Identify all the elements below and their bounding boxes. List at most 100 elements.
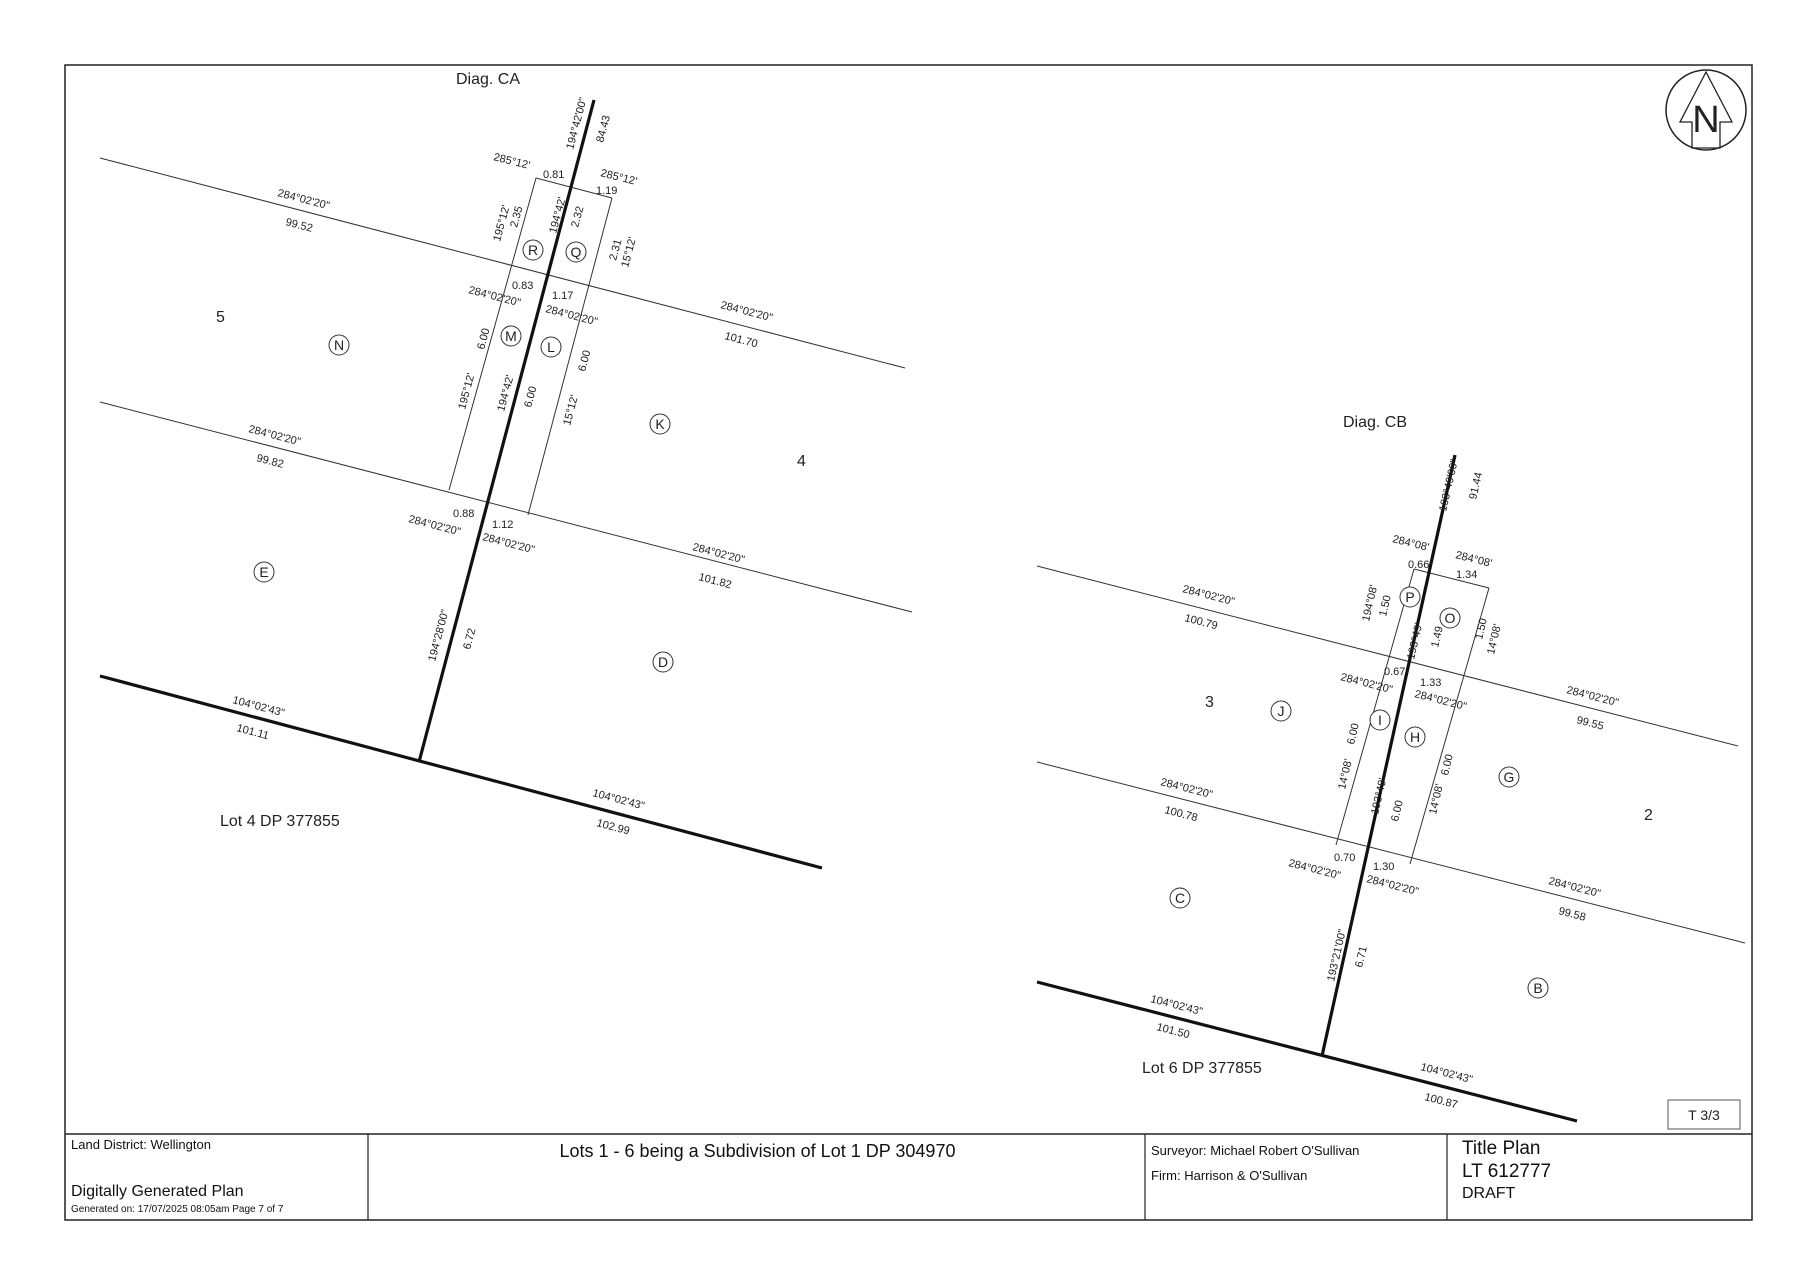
boundary-line [1036,565,1739,747]
distance-label: 6.00 [1439,753,1456,777]
lot-number: 5 [216,309,225,326]
svg-text:J: J [1278,703,1285,719]
bearing-label: 193°49' [1369,777,1389,816]
distance-label: 100.87 [1423,1091,1459,1111]
distance-label: 6.71 [1353,945,1370,969]
svg-text:E: E [259,564,268,580]
distance-label: 6.00 [522,385,539,409]
bearing-label: 193°49' [1405,622,1425,661]
easement-marker: Q [565,241,587,263]
distance-label: 1.50 [1473,617,1490,641]
easement-marker: P [1399,586,1421,608]
distance-label: 1.49 [1429,625,1446,649]
lot-number: 4 [797,453,806,470]
distance-label: 99.55 [1575,714,1605,732]
bearing-label: 104°02'43" [231,694,286,719]
adjoining-lot-label: Lot 6 DP 377855 [1142,1060,1262,1077]
bearing-label: 284°02'20" [1547,875,1602,900]
svg-text:H: H [1410,729,1420,745]
distance-label: 2.31 [607,238,624,262]
plan-title: Title Plan [1462,1138,1541,1159]
svg-text:N: N [334,337,344,353]
bearing-label: 284°02'20" [1565,684,1620,709]
distance-label: 101.82 [697,571,733,591]
lot-number: 2 [1644,807,1653,824]
bearing-label: 284°02'20" [276,187,331,212]
distance-label: 100.79 [1183,612,1219,632]
distance-label: 2.35 [508,205,525,229]
easement-line [1335,568,1415,846]
bearing-label: 284°02'20" [719,299,774,324]
easement-line [448,177,537,491]
bearing-label: 284°02'20" [691,541,746,566]
adjoining-lot-label: Lot 4 DP 377855 [220,813,340,830]
bearing-label: 284°02'20" [1365,873,1420,898]
bearing-label: 284°02'20" [481,531,536,556]
bearing-label: 284°08' [1391,533,1430,554]
distance-label: 6.72 [461,627,478,651]
svg-text:M: M [505,328,517,344]
generated-info: Generated on: 17/07/2025 08:05am Page 7 … [71,1204,284,1215]
distance-label: 1.50 [1377,594,1394,618]
distance-label: 0.81 [543,169,564,181]
svg-text:K: K [655,416,665,432]
easement-marker: D [652,651,674,673]
easement-marker: J [1270,700,1292,722]
easement-line [1413,568,1490,589]
easement-marker: M [500,325,522,347]
firm: Firm: Harrison & O'Sullivan [1151,1168,1308,1183]
distance-label: 0.83 [512,280,533,292]
distance-label: 1.17 [552,290,573,302]
distance-label: 1.33 [1420,677,1441,689]
bearing-label: 14°08' [1336,758,1355,791]
easement-marker: R [522,239,544,261]
primary-boundary [99,674,823,870]
distance-label: 0.88 [453,508,474,520]
distance-label: 1.19 [596,185,617,197]
boundary-line [1036,761,1746,944]
bearing-label: 194°42' [547,196,568,235]
bearing-label: 194°42'00" [564,96,589,151]
svg-text:D: D [658,654,668,670]
distance-label: 2.32 [569,205,586,229]
lot-number: 3 [1205,694,1214,711]
distance-label: 1.34 [1456,569,1477,581]
distance-label: 1.12 [492,519,513,531]
svg-text:P: P [1405,589,1414,605]
primary-boundary [1036,980,1578,1123]
easement-line [535,177,613,199]
distance-label: 6.00 [475,327,492,351]
distance-label: 101.70 [723,330,759,350]
bearing-label: 194°08' [1360,584,1380,623]
bearing-label: 284°02'20" [247,423,302,448]
bearing-label: 15°12' [561,394,581,427]
boundary-line [99,157,906,369]
centre-line [1320,454,1457,1057]
svg-text:O: O [1445,610,1456,626]
distance-label: 101.50 [1155,1021,1191,1041]
easement-marker: B [1527,977,1549,999]
bearing-label: 14°08' [1427,783,1446,816]
north-label: N [1692,99,1719,141]
distance-label: 99.82 [255,452,285,471]
diagram-ca: Diag. CA 194°42'00" 84.43 285°12' 0.81 2… [99,71,913,870]
svg-text:G: G [1504,769,1515,785]
distance-label: 99.58 [1557,905,1587,923]
surveyor: Surveyor: Michael Robert O'Sullivan [1151,1143,1360,1158]
easement-marker: G [1498,766,1520,788]
plan-description: Lots 1 - 6 being a Subdivision of Lot 1 … [559,1141,956,1161]
distance-label: 84.43 [594,114,613,144]
distance-label: 0.66 [1408,559,1429,571]
distance-label: 0.67 [1384,666,1405,678]
easement-marker: L [540,336,562,358]
bearing-label: 14°08' [1485,623,1504,656]
easement-marker: N [328,334,350,356]
bearing-label: 193°49'00" [1437,458,1461,513]
distance-label: 99.52 [284,216,314,235]
distance-label: 91.44 [1467,471,1485,501]
distance-label: 101.11 [235,722,270,742]
easement-marker: E [253,561,275,583]
bearing-label: 284°02'20" [1159,776,1214,801]
bearing-label: 284°02'20" [1181,583,1236,608]
